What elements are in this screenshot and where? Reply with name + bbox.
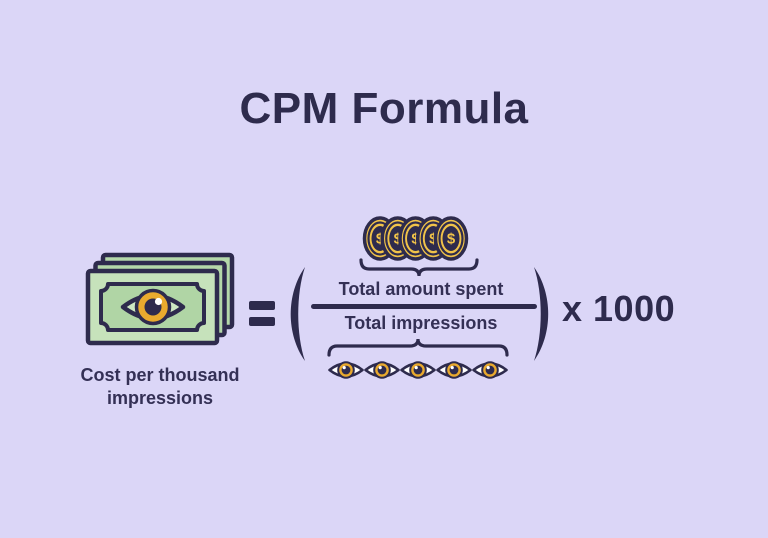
close-paren (534, 267, 549, 361)
denominator-label: Total impressions (344, 313, 498, 333)
eye-icon (436, 361, 472, 379)
left-term-label-line1: Cost per thousand (80, 365, 240, 385)
bill-eye-highlight (154, 297, 163, 306)
coins-brace-icon (359, 258, 479, 277)
numerator-label: Total amount spent (338, 279, 504, 299)
equals-top-bar (249, 301, 275, 310)
equals-bottom-bar (249, 317, 275, 326)
eyes-brace-icon (327, 338, 509, 357)
money-bills-eye-icon (85, 252, 235, 346)
eye-icon (364, 361, 400, 379)
dollar-symbol: $ (376, 231, 385, 248)
eye-icon (472, 361, 508, 379)
coin-icon: $ (433, 216, 469, 261)
fraction-bar (311, 304, 537, 309)
coins-row-icon: $ $ $ $ $ (362, 216, 469, 261)
eye-icon (328, 361, 364, 379)
left-term-label-line2: impressions (106, 388, 214, 408)
page-title: CPM Formula (239, 84, 529, 133)
multiplier-label: x 1000 (562, 288, 676, 329)
equals-sign (249, 301, 275, 326)
dollar-symbol: $ (429, 231, 438, 248)
open-paren (290, 267, 305, 361)
left-term-label: Cost per thousand impressions (60, 364, 260, 410)
eyes-row-icon (328, 361, 508, 379)
eye-icon (400, 361, 436, 379)
dollar-symbol: $ (447, 231, 456, 248)
dollar-symbol: $ (411, 231, 420, 248)
dollar-symbol: $ (394, 231, 403, 248)
